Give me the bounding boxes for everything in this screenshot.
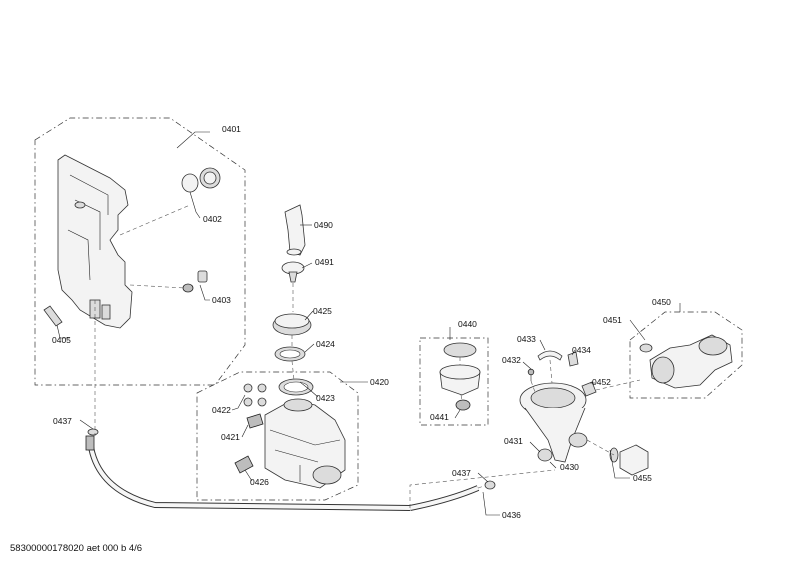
screw-0432-part bbox=[527, 368, 535, 381]
connector-0426-part bbox=[234, 455, 254, 474]
callout-0437-left: 0437 bbox=[53, 416, 72, 426]
callout-0430: 0430 bbox=[560, 462, 579, 472]
callout-0425: 0425 bbox=[313, 306, 332, 316]
bracket-0452-part bbox=[581, 381, 597, 397]
callout-0401: 0401 bbox=[222, 124, 241, 134]
callout-0422: 0422 bbox=[212, 405, 231, 415]
callout-0437-right: 0437 bbox=[452, 468, 471, 478]
callout-0490: 0490 bbox=[314, 220, 333, 230]
callout-0421: 0421 bbox=[221, 432, 240, 442]
group-outline-0450 bbox=[629, 311, 743, 399]
callout-0402: 0402 bbox=[203, 214, 222, 224]
callout-0441: 0441 bbox=[430, 412, 449, 422]
pump-head-0440-part bbox=[439, 342, 481, 396]
leader-lines bbox=[56, 131, 681, 516]
callout-0440: 0440 bbox=[458, 319, 477, 329]
hose-end-left bbox=[85, 435, 95, 451]
callout-0403: 0403 bbox=[212, 295, 231, 305]
clip-0405-part bbox=[43, 305, 63, 327]
callout-0432: 0432 bbox=[502, 355, 521, 365]
callout-0455: 0455 bbox=[633, 473, 652, 483]
callout-0434: 0434 bbox=[572, 345, 591, 355]
sensor-0455-part bbox=[609, 444, 649, 476]
gasket-0424-part bbox=[274, 346, 306, 362]
bracket-0433-part bbox=[537, 350, 563, 361]
group-outline-0401 bbox=[34, 117, 246, 386]
ring-0451-part bbox=[639, 343, 653, 353]
callout-0451: 0451 bbox=[603, 315, 622, 325]
heater-0420-part bbox=[264, 378, 346, 489]
callout-0452: 0452 bbox=[592, 377, 611, 387]
callout-0433: 0433 bbox=[517, 334, 536, 344]
callout-0450: 0450 bbox=[652, 297, 671, 307]
fitting-0403-part bbox=[182, 270, 208, 293]
callout-0405: 0405 bbox=[52, 335, 71, 345]
seal-rings-part bbox=[181, 167, 221, 193]
fittings-0422-part bbox=[243, 383, 267, 407]
callout-0491: 0491 bbox=[315, 257, 334, 267]
callout-0431: 0431 bbox=[504, 436, 523, 446]
callout-0420: 0420 bbox=[370, 377, 389, 387]
motor-0450-part bbox=[649, 334, 733, 389]
document-code: 58300000178020 aet 000 b 4/6 bbox=[10, 543, 142, 554]
cap-0491-part bbox=[281, 261, 305, 283]
mounting-plate-part bbox=[57, 154, 133, 329]
sump-0430-part bbox=[519, 382, 588, 463]
group-outline-0420 bbox=[196, 371, 359, 501]
callout-0423: 0423 bbox=[316, 393, 335, 403]
clamp-0421-part bbox=[246, 413, 264, 429]
impeller-0441-part bbox=[455, 399, 471, 411]
group-outline-0440 bbox=[419, 337, 489, 426]
clamp-0437-right-part bbox=[484, 480, 496, 490]
callout-0436: 0436 bbox=[502, 510, 521, 520]
clamp-0437-left-part bbox=[87, 428, 99, 436]
funnel-0490-part bbox=[284, 204, 306, 256]
cover-0425-part bbox=[272, 313, 312, 336]
callout-0426: 0426 bbox=[250, 477, 269, 487]
callout-0424: 0424 bbox=[316, 339, 335, 349]
